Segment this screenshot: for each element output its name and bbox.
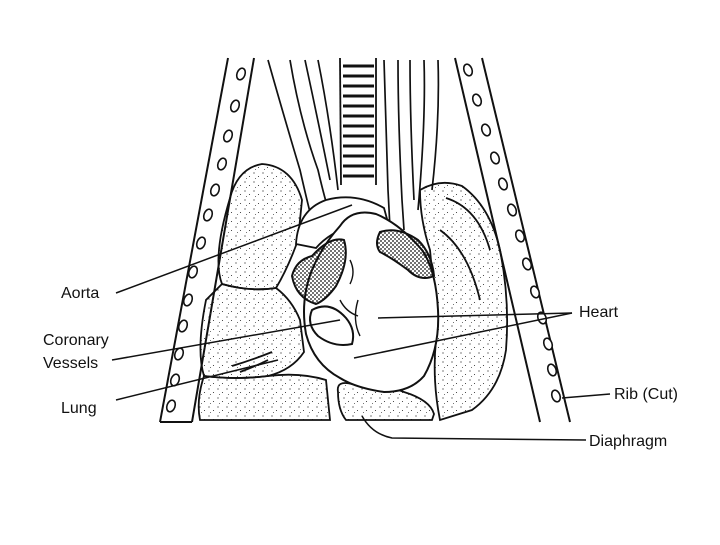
aorta-label: Aorta [61, 284, 99, 303]
heart-label: Heart [579, 303, 618, 322]
lung-label: Lung [61, 399, 97, 418]
rib-leader [562, 394, 610, 398]
rib-label: Rib (Cut) [614, 385, 678, 404]
trachea [340, 58, 376, 185]
coronary-label-line1: Coronary [43, 331, 109, 350]
coronary-label-line2: Vessels [43, 354, 98, 373]
diaphragm-label: Diaphragm [589, 432, 667, 451]
